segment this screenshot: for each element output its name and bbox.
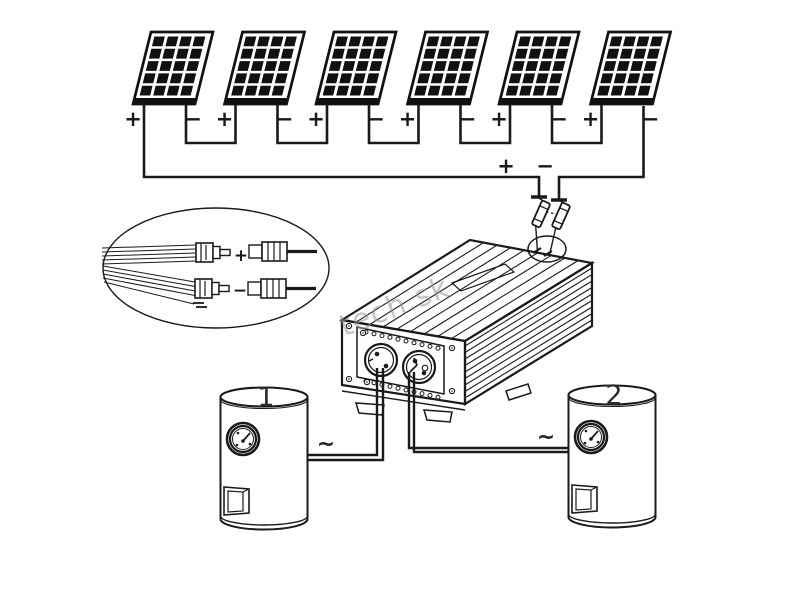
boiler-1-number: 1 bbox=[257, 382, 274, 413]
solar-panel-4 bbox=[406, 30, 489, 106]
watermark-text: tech.sk bbox=[335, 270, 455, 344]
ac-wire-boiler1 bbox=[308, 368, 385, 462]
panel3-minus-label: − bbox=[367, 107, 385, 131]
mounting-tab bbox=[422, 409, 453, 423]
dc-input-marker bbox=[527, 235, 567, 263]
solar-panel-3 bbox=[314, 30, 398, 106]
panel4-plus-label: + bbox=[399, 107, 417, 131]
inverter: tech.sk bbox=[335, 235, 596, 423]
screw-icon bbox=[345, 375, 353, 383]
panel4-minus-label: − bbox=[459, 107, 477, 131]
dc-fuse-leads bbox=[530, 197, 572, 256]
panel5-minus-label: − bbox=[550, 107, 568, 131]
ac-wire-boiler2 bbox=[407, 372, 568, 450]
outlet-panel bbox=[356, 326, 445, 395]
wire-bundle bbox=[101, 244, 197, 305]
panel5-plus-label: + bbox=[490, 107, 508, 131]
panel2-minus-label: − bbox=[276, 107, 294, 131]
solar-panel-5 bbox=[497, 30, 581, 106]
mc4-male-plus bbox=[195, 242, 231, 263]
solar-panel-string: + − + − + − + − + − + − + − bbox=[124, 30, 672, 202]
negative-bus-wire bbox=[557, 106, 645, 199]
ac-outlet-2 bbox=[401, 349, 437, 385]
panel1-plus-label: + bbox=[124, 107, 142, 131]
side-fins bbox=[464, 267, 593, 399]
mc4-male-minus bbox=[194, 278, 230, 299]
panel2-plus-label: + bbox=[216, 107, 234, 131]
screw-icon bbox=[448, 344, 456, 352]
boiler-2-number: 2 bbox=[605, 380, 622, 411]
inverter-label-recess bbox=[450, 263, 516, 292]
solar-panel-6 bbox=[589, 30, 672, 106]
screw-icon bbox=[363, 378, 371, 386]
bus-minus-label: − bbox=[536, 154, 554, 178]
detail-minus-label: − bbox=[233, 281, 247, 301]
panel3-plus-label: + bbox=[307, 107, 325, 131]
panel6-plus-label: + bbox=[582, 107, 600, 131]
solar-panel-1 bbox=[131, 30, 215, 106]
mc4-female-plus bbox=[247, 240, 319, 263]
ac-wires bbox=[308, 368, 568, 462]
ac-outlet-1 bbox=[363, 342, 399, 378]
mc4-female-minus bbox=[246, 277, 318, 300]
ac-wire-boiler2 bbox=[412, 372, 568, 454]
mounting-tab bbox=[505, 383, 532, 401]
top-fins bbox=[355, 242, 579, 340]
detail-plus-label: + bbox=[234, 246, 248, 266]
positive-bus-wire bbox=[142, 105, 541, 196]
connector-detail-bubble: + − bbox=[101, 207, 330, 329]
ac-wire-boiler1 bbox=[308, 368, 379, 457]
dc-fuse-1 bbox=[530, 199, 552, 229]
ac-symbol-1: ~ bbox=[317, 432, 335, 457]
dc-fuse-2 bbox=[550, 201, 572, 231]
panel-terminal-labels: + − + − + − + − + − + − bbox=[124, 107, 659, 131]
solar-panel-2 bbox=[223, 30, 306, 106]
series-jumper-wires bbox=[184, 105, 603, 145]
screw-icon bbox=[448, 387, 456, 395]
ac-symbol-2: ~ bbox=[537, 425, 555, 450]
panel6-minus-label: − bbox=[642, 107, 660, 131]
mounting-tab bbox=[354, 402, 385, 416]
bus-plus-label: + bbox=[497, 154, 515, 178]
panel1-minus-label: − bbox=[184, 107, 202, 131]
